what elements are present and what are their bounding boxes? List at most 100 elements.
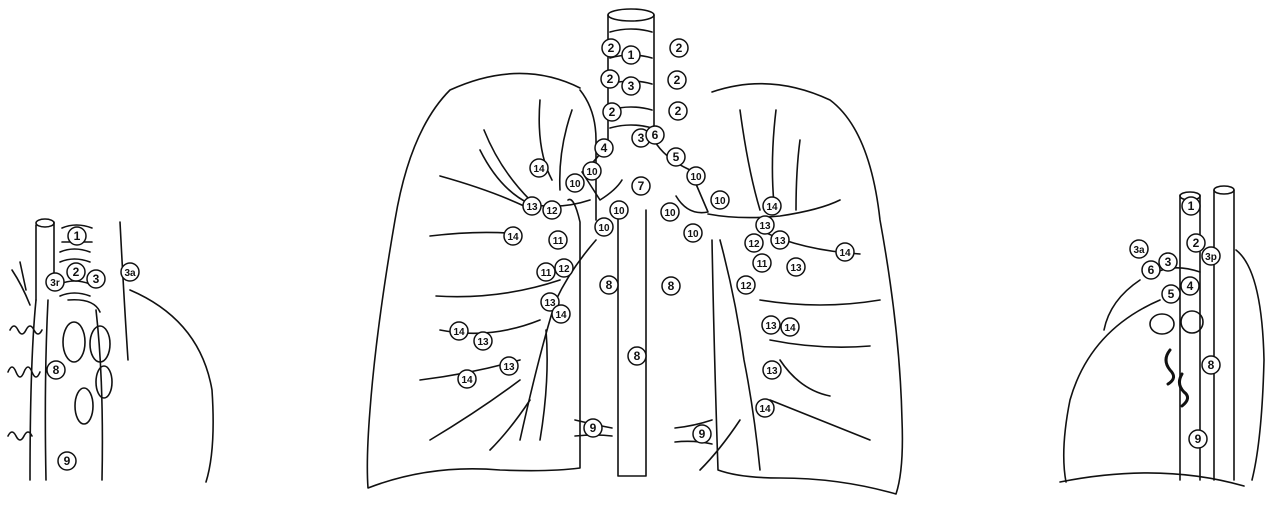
node-station-label: 8 — [634, 349, 641, 363]
node-station-label: 2 — [676, 41, 683, 55]
node-station-f13f: 13 — [771, 231, 789, 249]
node-station-r8: 8 — [1202, 356, 1220, 374]
node-station-label: 12 — [740, 281, 752, 292]
node-station-f13c: 13 — [474, 332, 492, 350]
node-station-label: 3 — [1165, 255, 1172, 269]
node-station-r3a: 3a — [1130, 240, 1148, 258]
node-station-f5: 5 — [667, 148, 685, 166]
node-station-label: 11 — [553, 236, 564, 247]
node-station-r3p: 3p — [1202, 247, 1220, 265]
node-station-f14c: 14 — [552, 305, 570, 323]
node-station-label: 4 — [1187, 279, 1194, 293]
node-station-label: 9 — [64, 454, 71, 468]
node-station-label: 14 — [555, 310, 567, 321]
node-station-r5: 5 — [1162, 285, 1180, 303]
node-station-f13e: 13 — [756, 216, 774, 234]
node-station-label: 5 — [1168, 287, 1175, 301]
node-station-f10h: 10 — [684, 224, 702, 242]
node-station-f1: 1 — [622, 46, 640, 64]
right-view-outline — [1060, 186, 1264, 486]
node-station-f10e: 10 — [711, 191, 729, 209]
right-view-node-markers: 1 2 3 3p 3a 654 8 9 — [1130, 197, 1220, 448]
node-station-label: 12 — [748, 239, 760, 250]
node-station-label: 3p — [1205, 252, 1217, 263]
node-station-f14b: 14 — [504, 227, 522, 245]
frontal-view-node-markers: 2122322236451010710101010101014131214111… — [450, 39, 854, 443]
node-station-label: 8 — [668, 279, 675, 293]
right-lateral-view: 1 2 3 3p 3a 654 8 9 — [1060, 186, 1264, 486]
node-station-f14i: 14 — [756, 399, 774, 417]
node-station-r6: 6 — [1142, 261, 1160, 279]
node-station-label: 10 — [714, 196, 726, 207]
node-station-label: 3 — [93, 272, 100, 286]
node-station-label: 2 — [609, 105, 616, 119]
node-station-f2f: 2 — [669, 102, 687, 120]
node-station-r3: 3 — [1159, 253, 1177, 271]
node-station-f2c: 2 — [601, 70, 619, 88]
node-station-f10b: 10 — [687, 167, 705, 185]
node-station-label: 9 — [1195, 432, 1202, 446]
node-station-label: 14 — [453, 327, 465, 338]
node-station-l2: 2 — [67, 263, 85, 281]
node-station-label: 11 — [541, 268, 552, 279]
node-station-r1: 1 — [1182, 197, 1200, 215]
node-station-label: 10 — [690, 172, 702, 183]
node-station-label: 2 — [607, 72, 614, 86]
node-station-label: 7 — [638, 179, 645, 193]
node-station-label: 6 — [652, 128, 659, 142]
node-station-f10f: 10 — [661, 203, 679, 221]
node-station-label: 14 — [533, 164, 545, 175]
node-station-f13d: 13 — [500, 357, 518, 375]
node-station-f11a: 11 — [549, 231, 567, 249]
node-station-f12b: 12 — [555, 259, 573, 277]
node-station-f14e: 14 — [458, 370, 476, 388]
node-station-label: 13 — [790, 263, 802, 274]
node-station-label: 3a — [1133, 245, 1145, 256]
node-station-label: 3a — [124, 268, 136, 279]
node-station-label: 9 — [590, 421, 597, 435]
node-station-label: 2 — [1193, 236, 1200, 250]
node-station-label: 2 — [608, 41, 615, 55]
node-station-f7: 7 — [632, 177, 650, 195]
node-station-label: 3r — [50, 278, 60, 289]
node-station-f14d: 14 — [450, 322, 468, 340]
node-station-label: 13 — [766, 366, 778, 377]
node-station-label: 14 — [759, 404, 771, 415]
node-station-label: 14 — [839, 248, 851, 259]
node-station-f14h: 14 — [781, 318, 799, 336]
node-station-label: 9 — [699, 427, 706, 441]
node-station-l1: 1 — [68, 227, 86, 245]
node-station-label: 3 — [638, 131, 645, 145]
node-station-f13a: 13 — [523, 197, 541, 215]
node-station-f9b: 9 — [693, 425, 711, 443]
node-station-f14g: 14 — [836, 243, 854, 261]
node-station-f8c: 8 — [628, 347, 646, 365]
node-station-label: 14 — [461, 375, 473, 386]
node-station-label: 13 — [765, 321, 777, 332]
node-station-label: 2 — [674, 73, 681, 87]
node-station-f2d: 2 — [668, 71, 686, 89]
node-station-label: 2 — [675, 104, 682, 118]
node-station-f2e: 2 — [603, 103, 621, 121]
node-station-f14f: 14 — [763, 197, 781, 215]
left-view-node-markers: 1233r3a89 — [46, 227, 139, 470]
node-station-label: 10 — [569, 179, 581, 190]
node-station-f11c: 11 — [753, 254, 771, 272]
node-station-label: 10 — [664, 208, 676, 219]
node-station-l9: 9 — [58, 452, 76, 470]
node-station-f12a: 12 — [543, 201, 561, 219]
left-view-outline — [8, 219, 213, 482]
node-station-f13g: 13 — [787, 258, 805, 276]
node-station-label: 12 — [546, 206, 558, 217]
node-station-f2b: 2 — [670, 39, 688, 57]
node-station-f8a: 8 — [600, 276, 618, 294]
node-station-label: 13 — [503, 362, 515, 373]
frontal-view: 2122322236451010710101010101014131214111… — [367, 9, 902, 494]
node-station-label: 10 — [613, 206, 625, 217]
node-station-label: 12 — [558, 264, 570, 275]
node-station-label: 5 — [673, 150, 680, 164]
node-station-label: 1 — [74, 229, 81, 243]
node-station-label: 13 — [477, 337, 489, 348]
